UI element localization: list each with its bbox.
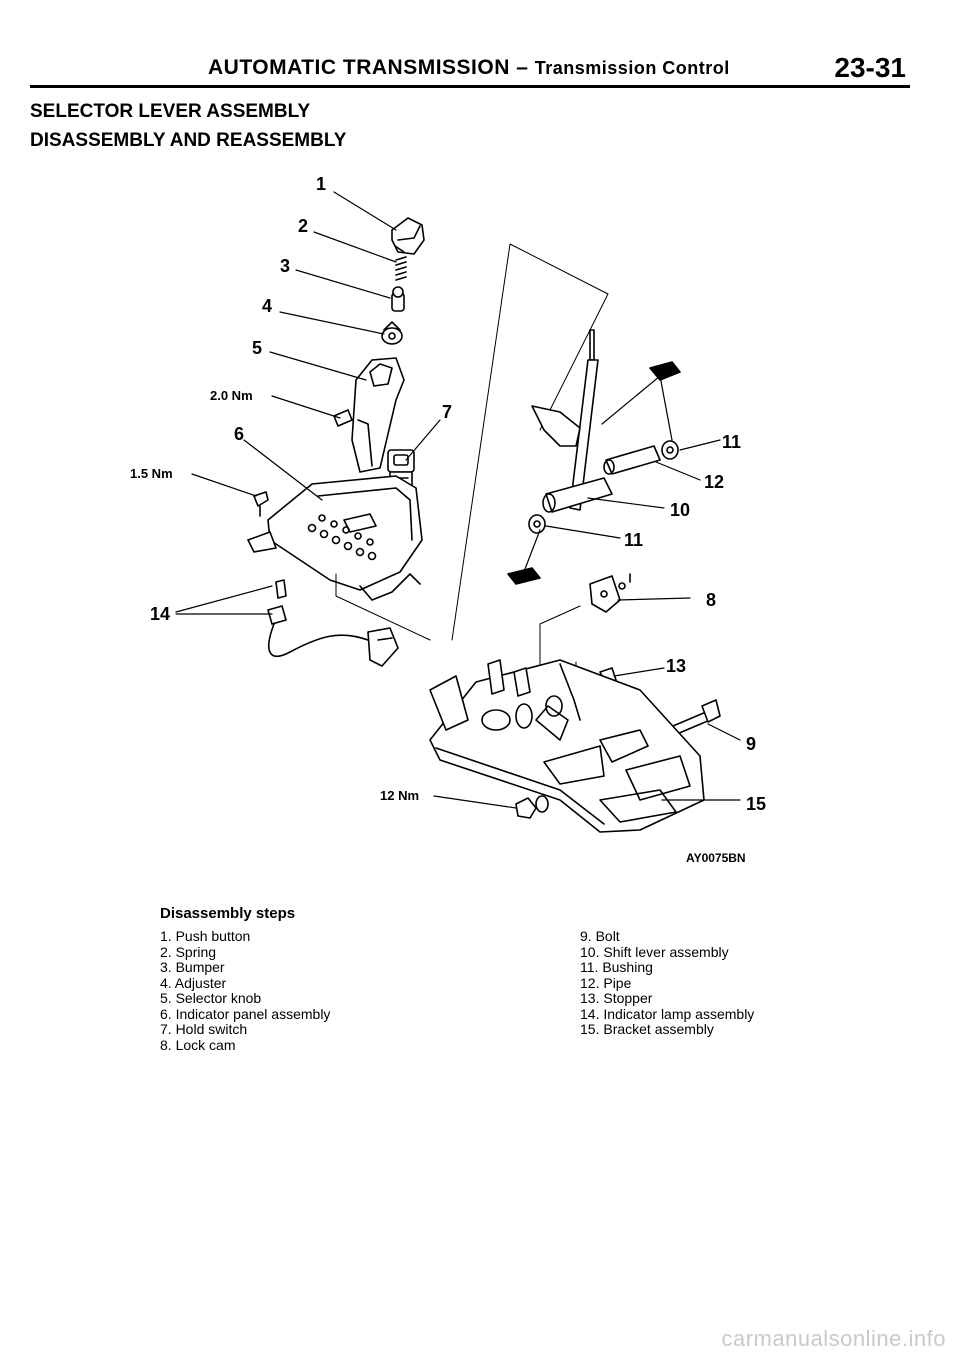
steps-list-left: 1. Push button 2. Spring 3. Bumper 4. Ad… xyxy=(160,928,331,1053)
step-item: 11. Bushing xyxy=(580,959,653,975)
callout-2: 2 xyxy=(298,216,308,236)
indicator-holes xyxy=(307,514,377,561)
screw-part xyxy=(333,409,353,427)
header-title: AUTOMATIC TRANSMISSION – Transmission Co… xyxy=(208,56,730,80)
section-title: AUTOMATIC TRANSMISSION xyxy=(208,56,510,79)
callout-7: 7 xyxy=(442,402,452,422)
callout-13: 13 xyxy=(666,656,686,676)
step-item: 6. Indicator panel assembly xyxy=(160,1005,331,1022)
spring-part xyxy=(395,256,407,281)
step-item: 12. Pipe xyxy=(580,974,632,991)
page-header: AUTOMATIC TRANSMISSION – Transmission Co… xyxy=(30,52,910,88)
bracket-assembly-part xyxy=(429,659,705,833)
figure-code: AY0075BN xyxy=(686,851,746,865)
heading-assembly: SELECTOR LEVER ASSEMBLY xyxy=(30,101,311,122)
screw-part xyxy=(253,491,269,517)
callout-14: 14 xyxy=(150,604,170,624)
callout-11-lower: 11 xyxy=(624,530,643,550)
page-number: 23-31 xyxy=(834,52,906,83)
lock-cam-part xyxy=(589,573,631,613)
step-item: 3. Bumper xyxy=(160,959,225,975)
step-item: 15. Bracket assembly xyxy=(580,1021,714,1037)
steps-title: Disassembly steps xyxy=(160,905,296,922)
selector-knob-part xyxy=(351,357,405,473)
shift-lever-part xyxy=(531,329,613,513)
callout-1: 1 xyxy=(316,174,326,194)
callout-9: 9 xyxy=(746,734,756,754)
bumper-part xyxy=(391,286,405,312)
step-item: 1. Push button xyxy=(160,928,251,944)
step-item: 5. Selector knob xyxy=(160,990,262,1006)
step-item: 13. Stopper xyxy=(580,990,653,1006)
step-item: 8. Lock cam xyxy=(160,1036,236,1053)
callout-10: 10 xyxy=(670,500,690,520)
header-rule xyxy=(30,85,910,88)
leader-lines xyxy=(175,191,741,809)
step-item: 9. Bolt xyxy=(580,928,620,944)
steps-list-right: 9. Bolt 10. Shift lever assembly 11. Bus… xyxy=(580,928,755,1038)
callout-12: 12 xyxy=(704,472,724,492)
pipe-part xyxy=(603,445,661,475)
callout-5: 5 xyxy=(252,338,262,358)
callout-15: 15 xyxy=(746,794,766,814)
section-subtitle: Transmission Control xyxy=(534,58,730,78)
callout-11-upper: 11 xyxy=(722,432,741,452)
adjuster-part xyxy=(381,321,403,345)
torque-12-nm: 12 Nm xyxy=(380,788,419,803)
step-item: 4. Adjuster xyxy=(160,974,227,991)
watermark: carmanualsonline.info xyxy=(721,1326,946,1351)
step-item: 10. Shift lever assembly xyxy=(580,943,729,960)
nut-part xyxy=(515,795,549,819)
indicator-lamp-part xyxy=(267,579,399,667)
callout-6: 6 xyxy=(234,424,244,444)
indicator-panel-part xyxy=(247,475,423,601)
callout-8: 8 xyxy=(706,590,716,610)
bushing-part xyxy=(528,440,679,534)
torque-2-0-nm: 2.0 Nm xyxy=(210,388,253,403)
step-item: 2. Spring xyxy=(160,943,217,960)
torque-1-5-nm: 1.5 Nm xyxy=(130,466,173,481)
step-item: 14. Indicator lamp assembly xyxy=(580,1005,755,1022)
callout-3: 3 xyxy=(280,256,290,276)
exploded-view-figure: 1 2 3 4 5 6 7 8 9 10 11 11 12 13 14 15 2… xyxy=(130,174,766,865)
heading-procedure: DISASSEMBLY AND REASSEMBLY xyxy=(30,130,347,151)
step-item: 7. Hold switch xyxy=(160,1021,248,1037)
title-dash: – xyxy=(516,56,529,79)
callout-4: 4 xyxy=(262,296,272,316)
push-button-part xyxy=(391,217,425,255)
